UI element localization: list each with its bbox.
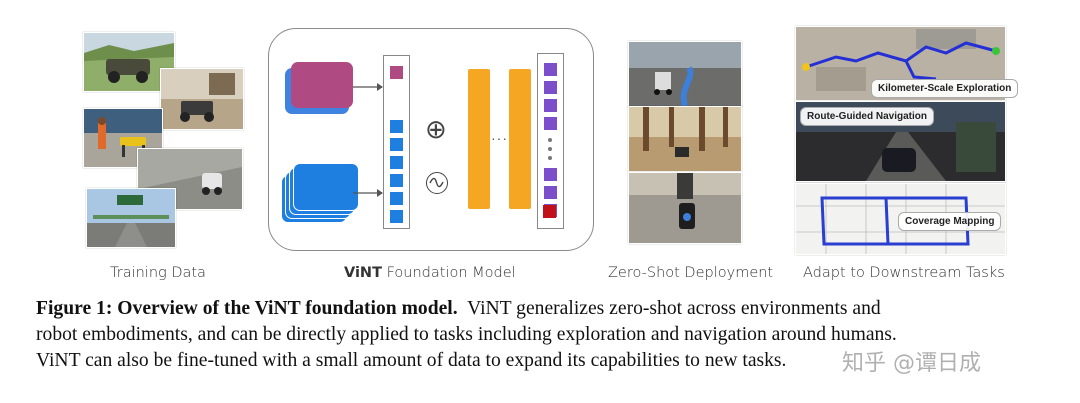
caption-line-2: robot embodiments, and can be directly a… (36, 324, 897, 345)
token-column (383, 55, 410, 229)
transformer-layer-n (509, 69, 531, 209)
figure-title: Overview of the ViNT foundation model. (117, 298, 458, 319)
output-token-final (544, 222, 557, 226)
positional-encoding-icon (426, 172, 448, 194)
caption-line-1-rest: ViNT generalizes zero-shot across enviro… (467, 298, 881, 319)
output-token-2 (544, 81, 557, 94)
goal-token (390, 66, 403, 79)
training-photo-small-robot (137, 148, 243, 210)
vint-model-box: ⊕ ··· (268, 28, 594, 251)
caption-line-1: Figure 1: Overview of the ViNT foundatio… (36, 296, 1056, 322)
output-token-6 (544, 186, 557, 199)
training-photo-indoor-rover (160, 68, 244, 130)
coverage-floor-plan (795, 183, 1006, 255)
training-photo-highway (86, 188, 176, 248)
output-token-1 (544, 63, 557, 76)
model-label-bold: ViNT (344, 265, 382, 281)
training-photo-offroad-vehicle (83, 32, 175, 92)
coverage-tag: Coverage Mapping (898, 212, 1002, 231)
model-label-rest: Foundation Model (381, 265, 516, 281)
output-token-5 (544, 168, 557, 181)
add-operator-icon: ⊕ (425, 115, 447, 145)
model-label: ViNT Foundation Model (344, 265, 516, 281)
deployment-photo-forest (628, 106, 742, 172)
route-guided-tag: Route-Guided Navigation (800, 107, 934, 126)
output-token-3 (544, 99, 557, 112)
figure-label: Figure 1: (36, 298, 113, 319)
encoder-arrows (353, 83, 383, 197)
output-token-column (537, 53, 564, 229)
output-token-4 (544, 117, 557, 130)
obs-token-6 (390, 210, 403, 223)
downstream-label: Adapt to Downstream Tasks (803, 265, 1005, 281)
goal-image-stack-front (291, 62, 353, 108)
deployment-photo-indoor (628, 41, 742, 107)
final-output-token (543, 205, 556, 218)
training-data-label: Training Data (110, 265, 206, 281)
deployment-photo-hallway (628, 172, 742, 244)
deployment-label: Zero-Shot Deployment (608, 265, 774, 281)
watermark: 知乎 @谭日成 (842, 351, 981, 376)
obs-token-5 (390, 192, 403, 205)
obs-token-2 (390, 138, 403, 151)
obs-image-stack-1 (293, 163, 359, 211)
caption-line-3: ViNT can also be fine-tuned with a small… (36, 350, 787, 371)
exploration-tag: Kilometer-Scale Exploration (871, 79, 1019, 98)
obs-token-4 (390, 174, 403, 187)
obs-token-1 (390, 120, 403, 133)
output-ellipsis-vertical (548, 138, 553, 160)
transformer-layer-1 (468, 69, 490, 209)
figure-caption: Figure 1: Overview of the ViNT foundatio… (36, 296, 1056, 374)
obs-token-3 (390, 156, 403, 169)
transformer-layers-ellipsis: ··· (491, 130, 508, 146)
